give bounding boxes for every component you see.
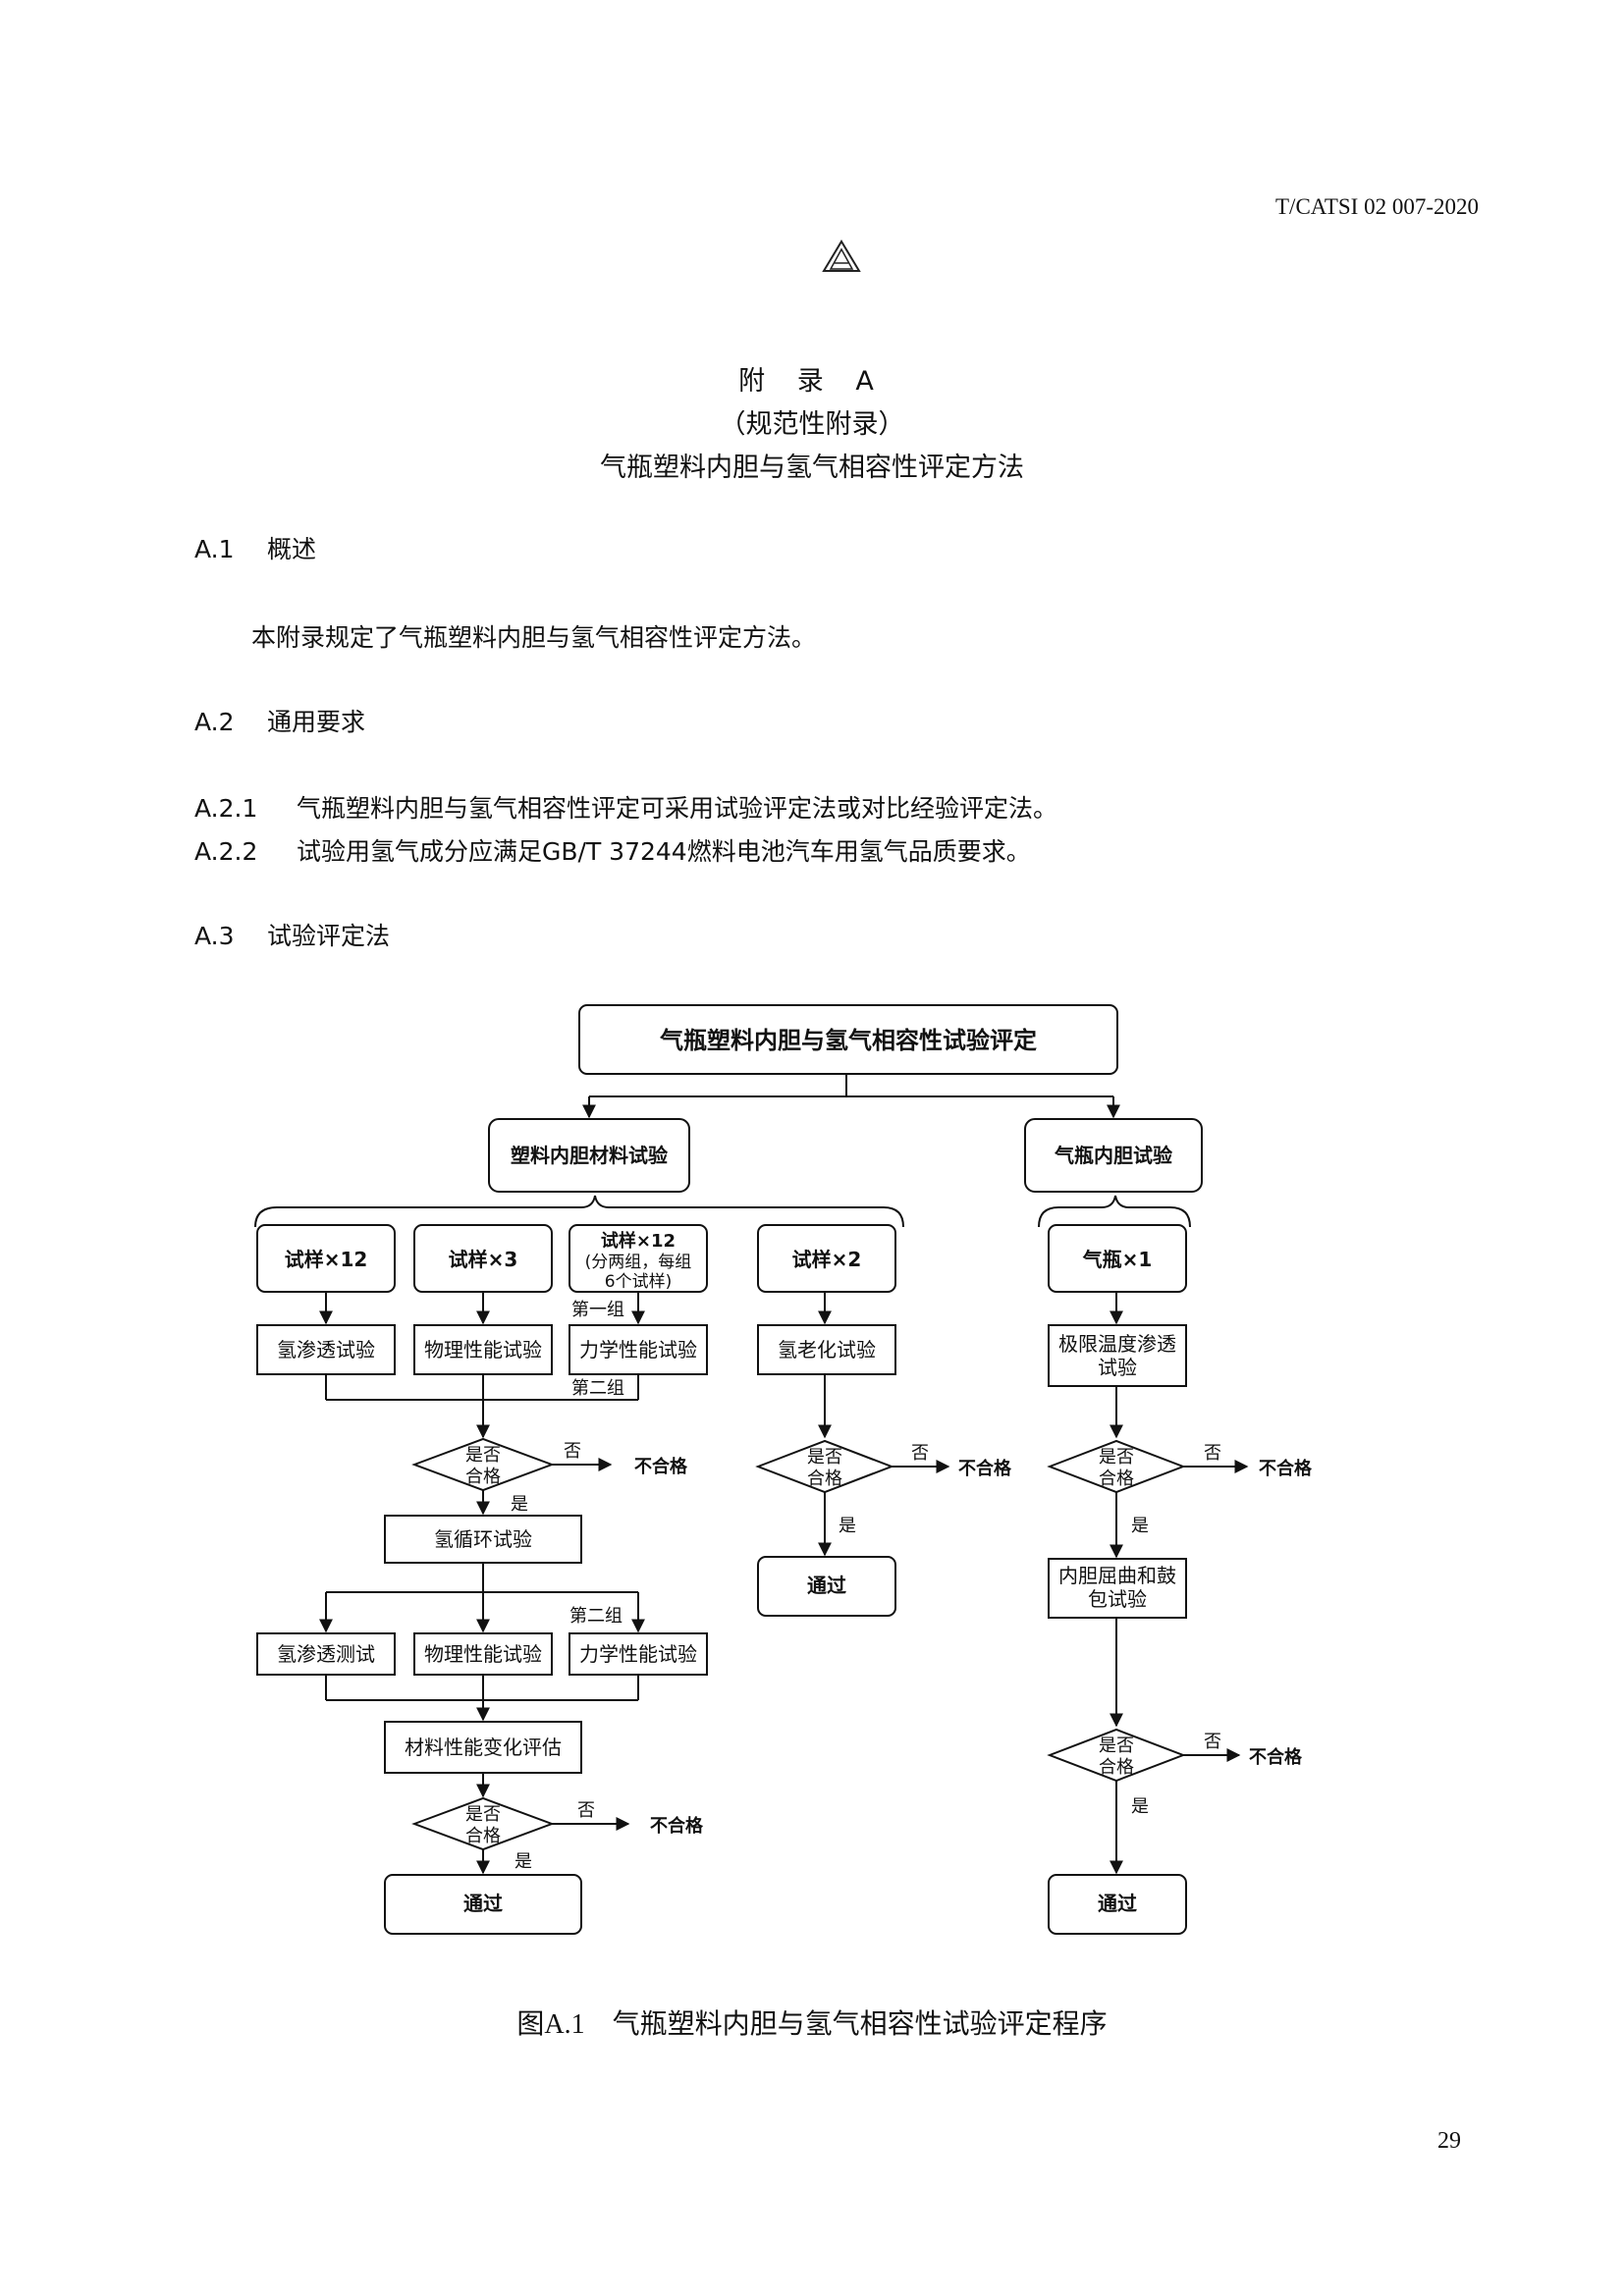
pass-label: 通过: [463, 1892, 503, 1915]
clause-text: 气瓶塑料内胆与氢气相容性评定可采用试验评定法或对比经验评定法。: [297, 794, 1058, 823]
yes-label: 是: [514, 1851, 532, 1872]
section-title: 试验评定法: [267, 922, 391, 950]
section-number: A.3: [194, 922, 235, 950]
root-label: 气瓶塑料内胆与氢气相容性试验评定: [659, 1027, 1037, 1054]
test-label: 包试验: [1088, 1587, 1147, 1611]
sample-label: 试样×12: [285, 1248, 368, 1271]
clause-text: 试验用氢气成分应满足GB/T 37244燃料电池汽车用氢气品质要求。: [297, 837, 1031, 866]
test-label: 氢循环试验: [434, 1527, 532, 1551]
decision-label: 是否: [1099, 1447, 1134, 1468]
pass-label: 通过: [807, 1574, 846, 1597]
decision-label: 是否: [1099, 1735, 1134, 1756]
section-a1-text: 本附录规定了气瓶塑料内胆与氢气相容性评定方法。: [251, 623, 817, 652]
decision-label: 合格: [465, 1467, 501, 1487]
annex-title: 气瓶塑料内胆与氢气相容性评定方法: [600, 453, 1024, 483]
test-label: 内胆屈曲和鼓: [1058, 1564, 1176, 1587]
section-a2-heading: A.2 通用要求: [194, 703, 365, 738]
decision-label: 合格: [465, 1826, 501, 1846]
pass-label: 通过: [1098, 1892, 1137, 1915]
yes-label: 是: [839, 1516, 856, 1536]
figure-title: 气瓶塑料内胆与氢气相容性试验评定程序: [612, 2009, 1108, 2040]
section-a3-heading: A.3 试验评定法: [194, 917, 390, 952]
no-label: 否: [564, 1441, 581, 1462]
annex-type: （规范性附录）: [719, 409, 905, 440]
group-label: 第二组: [571, 1378, 624, 1399]
test-label: 材料性能变化评估: [405, 1735, 562, 1759]
clause-number: A.2.2: [194, 837, 258, 866]
yes-label: 是: [1131, 1796, 1149, 1817]
no-label: 否: [1204, 1443, 1221, 1464]
test-label: 氢渗透测试: [277, 1642, 375, 1666]
sample-label: (分两组，每组: [585, 1253, 692, 1272]
fail-label: 不合格: [1249, 1746, 1303, 1768]
fail-label: 不合格: [634, 1456, 688, 1477]
clause-a21: A.2.1 气瓶塑料内胆与氢气相容性评定可采用试验评定法或对比经验评定法。: [194, 789, 1057, 825]
root-box: [578, 1004, 1118, 1075]
group-label: 第一组: [571, 1300, 624, 1320]
yes-label: 是: [1131, 1516, 1149, 1536]
sample-label: 试样×3: [449, 1248, 518, 1271]
figure-caption: 图A.1 气瓶塑料内胆与氢气相容性试验评定程序: [0, 2002, 1624, 2042]
test-label: 极限温度渗透: [1058, 1332, 1176, 1356]
left-branch-label: 塑料内胆材料试验: [511, 1144, 668, 1167]
section-title: 通用要求: [267, 708, 366, 736]
standard-code: T/CATSI 02 007-2020: [1275, 194, 1479, 219]
sample-label: 试样×12: [601, 1230, 676, 1252]
fail-label: 不合格: [1259, 1458, 1313, 1479]
section-number: A.1: [194, 535, 235, 563]
decision-label: 是否: [807, 1447, 842, 1468]
sample-label: 试样×2: [792, 1248, 862, 1271]
fail-label: 不合格: [650, 1815, 704, 1837]
page-number: 29: [1437, 2128, 1461, 2154]
decision-label: 是否: [465, 1445, 501, 1466]
decision-label: 是否: [465, 1804, 501, 1825]
section-a1-heading: A.1 概述: [194, 530, 316, 565]
clause-number: A.2.1: [194, 794, 258, 823]
clause-a22: A.2.2 试验用氢气成分应满足GB/T 37244燃料电池汽车用氢气品质要求。: [194, 832, 1031, 868]
association-logo-icon: [822, 240, 861, 272]
test-label: 物理性能试验: [424, 1642, 542, 1666]
annex-label: 附 录 A: [738, 366, 886, 397]
yes-label: 是: [511, 1494, 528, 1515]
decision-label: 合格: [807, 1468, 842, 1489]
test-label: 氢渗透试验: [277, 1338, 375, 1362]
no-label: 否: [1204, 1732, 1221, 1752]
section-number: A.2: [194, 708, 235, 736]
test-label: 力学性能试验: [579, 1642, 697, 1666]
decision-label: 合格: [1099, 1757, 1134, 1778]
no-label: 否: [577, 1800, 595, 1821]
sample-label: 气瓶×1: [1082, 1248, 1153, 1271]
right-branch-label: 气瓶内胆试验: [1054, 1144, 1172, 1167]
no-label: 否: [911, 1443, 929, 1464]
fail-label: 不合格: [958, 1458, 1012, 1479]
group-label: 第二组: [569, 1606, 623, 1627]
test-label: 氢老化试验: [778, 1338, 876, 1362]
section-title: 概述: [267, 535, 317, 563]
decision-label: 合格: [1099, 1468, 1134, 1489]
figure-number: 图A.1: [516, 2009, 585, 2040]
test-label: 试验: [1098, 1356, 1137, 1379]
test-label: 物理性能试验: [424, 1338, 542, 1362]
sample-label: 6个试样): [605, 1272, 672, 1292]
test-label: 力学性能试验: [579, 1338, 697, 1362]
